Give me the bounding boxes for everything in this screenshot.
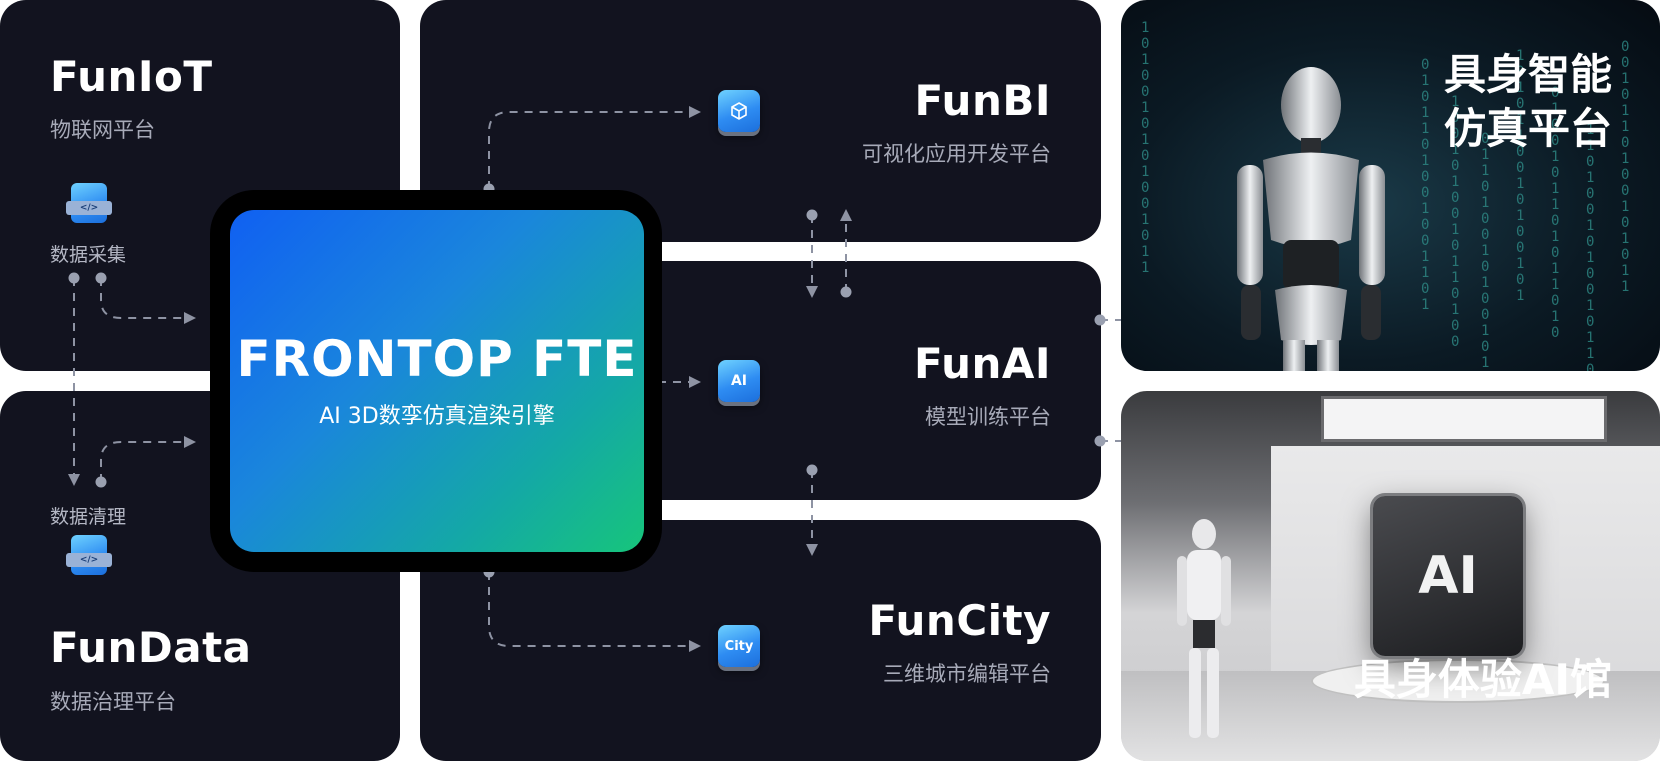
engine-block[interactable]: FRONTOP FTE AI 3D数孪仿真渲染引擎 — [230, 210, 644, 552]
code-column: 1001010010110100 — [1451, 94, 1460, 350]
funcity-subtitle: 三维城市编辑平台 — [883, 662, 1051, 686]
code-column: 0100101101011010 — [1551, 85, 1560, 341]
fundata-subtitle: 数据治理平台 — [50, 690, 176, 714]
engine-subtitle: AI 3D数孪仿真渲染引擎 — [319, 404, 555, 429]
data-clean-label: 数据清理 — [50, 506, 127, 528]
sim-platform-card[interactable]: 1010010101001011 0101101001001101 10010100… — [1121, 0, 1660, 371]
data-collect-label: 数据采集 — [50, 244, 127, 266]
funbi-subtitle: 可视化应用开发平台 — [862, 142, 1051, 166]
city-icon: City — [718, 625, 760, 667]
ceiling-light — [1321, 396, 1607, 442]
data-collect-icon: </> — [66, 183, 112, 223]
code-column: 0110100101001010 — [1481, 131, 1490, 371]
ai-hall-card[interactable]: AI 具身体验AI馆 — [1121, 391, 1660, 761]
hall-title: 具身体验AI馆 — [1353, 655, 1612, 704]
code-icon: </> — [66, 201, 112, 215]
sim-title-line1: 具身智能 — [1443, 50, 1612, 99]
funai-title: FunAI — [913, 339, 1051, 388]
code-column: 1101001010010110 — [1586, 122, 1595, 371]
standing-robot — [1177, 519, 1231, 738]
code-icon: </> — [66, 553, 112, 567]
funiot-subtitle: 物联网平台 — [50, 118, 155, 142]
funai-subtitle: 模型训练平台 — [925, 405, 1051, 429]
sim-title-line2: 仿真平台 — [1443, 104, 1612, 153]
funcity-title: FunCity — [868, 596, 1051, 645]
pedestal — [1311, 659, 1605, 703]
funbi-title: FunBI — [914, 76, 1051, 125]
funiot-title: FunIoT — [50, 52, 213, 101]
cube-icon — [718, 90, 760, 132]
cube-glyph-icon — [731, 102, 747, 120]
code-column: 1010110010100101 — [1516, 48, 1525, 304]
funiot-card[interactable]: FunIoT 物联网平台 </> 数据采集 — [0, 0, 400, 371]
code-column: 1010010101001011 — [1141, 20, 1150, 276]
ai-cube: AI — [1373, 496, 1523, 656]
sim-title: 具身智能 仿真平台 — [1444, 48, 1612, 156]
robot-illustration — [1237, 67, 1385, 371]
code-column: 0010110100101011 — [1621, 39, 1630, 295]
engine-title: FRONTOP FTE — [236, 330, 638, 388]
code-column: 0101101001001101 — [1421, 57, 1430, 313]
fundata-title: FunData — [50, 623, 252, 672]
data-clean-icon: </> — [66, 535, 112, 575]
ai-icon: AI — [718, 360, 760, 402]
